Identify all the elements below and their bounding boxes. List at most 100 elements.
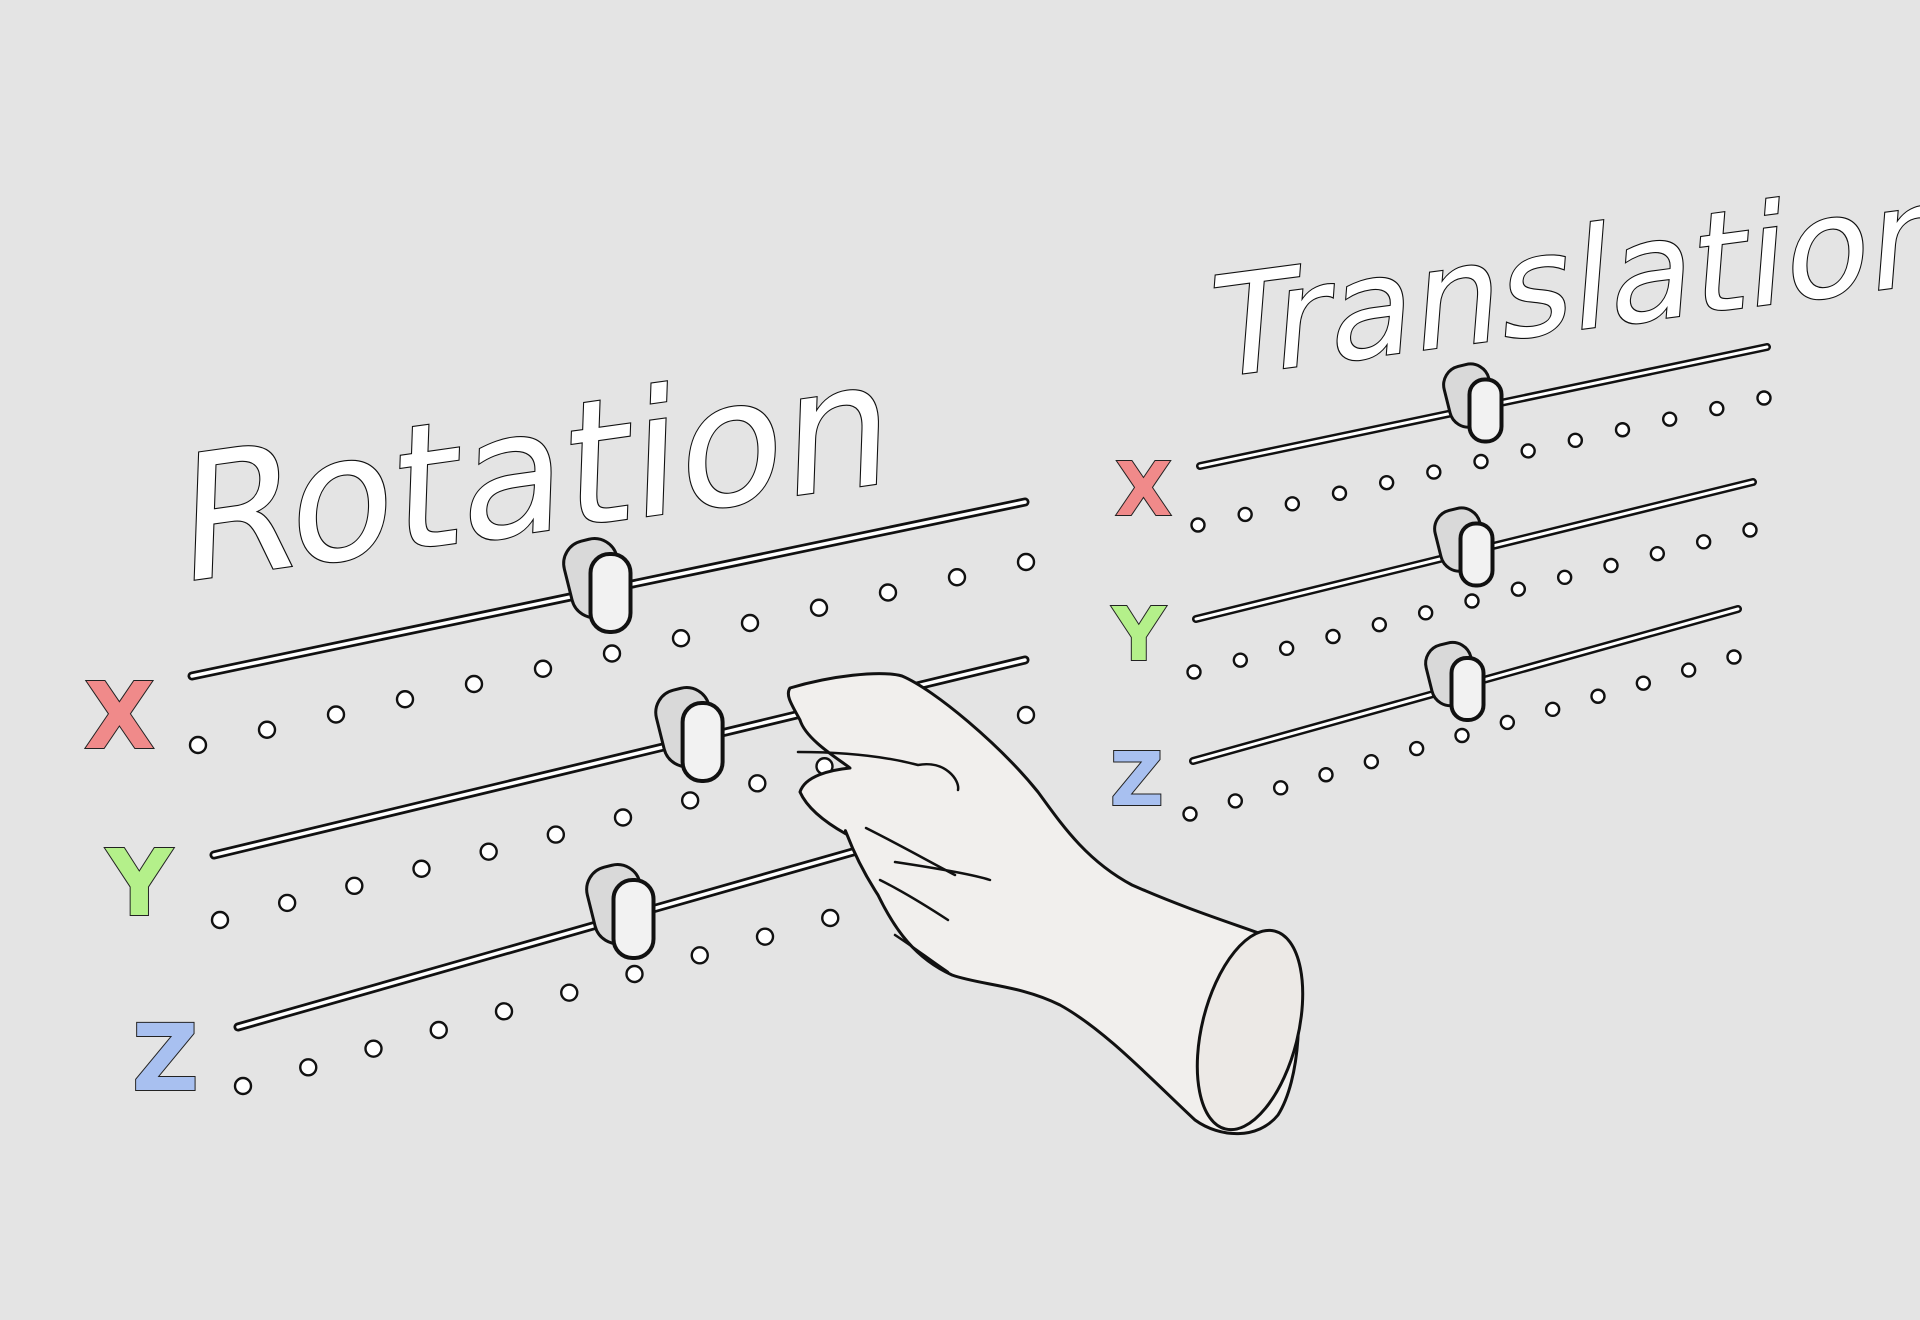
translation-y-tick <box>1603 557 1619 574</box>
translation-x-tick <box>1237 506 1253 523</box>
rotation-y-tick <box>546 825 566 844</box>
rotation-z-tick <box>821 908 840 928</box>
translation-x-tick <box>1426 464 1442 480</box>
hand-knuckle-line-3 <box>893 933 950 974</box>
translation-y-tick <box>1464 593 1480 609</box>
hand-knuckle-line-4 <box>893 860 992 882</box>
translation-y-tick <box>1695 534 1712 550</box>
translation-y-label: Y <box>1111 592 1167 678</box>
translation-z-tick <box>1318 767 1334 783</box>
rotation-z-tick <box>494 1002 514 1021</box>
rotation-x-tick <box>188 735 208 755</box>
translation-y-tick <box>1417 605 1434 621</box>
translation-x-label: X <box>1115 447 1172 533</box>
rotation-z-tick <box>560 983 579 1002</box>
translation-z-tick <box>1499 714 1516 731</box>
rotation-x-tick <box>257 720 277 739</box>
translation-x-tick <box>1331 485 1348 501</box>
rotation-slider-x[interactable]: X <box>83 497 1036 771</box>
translation-x-thumb[interactable] <box>1440 360 1504 444</box>
translation-y-tick <box>1649 545 1666 562</box>
translation-z-tick <box>1363 753 1380 770</box>
rotation-x-tick <box>395 690 415 709</box>
rotation-y-tick <box>412 859 431 878</box>
translation-x-tick <box>1661 411 1678 427</box>
translation-y-tick <box>1742 522 1758 538</box>
translation-x-tick <box>1709 400 1725 417</box>
translation-x-tick <box>1190 517 1206 533</box>
translation-title: Translation <box>1204 149 1920 412</box>
rotation-z-tick <box>625 964 644 984</box>
rotation-panel: Rotation X Y Z <box>83 319 1036 1113</box>
translation-y-thumb[interactable] <box>1431 504 1495 588</box>
translation-z-tick <box>1726 649 1742 665</box>
rotation-y-tick <box>748 774 767 793</box>
hand-knuckle-line-2 <box>878 878 950 922</box>
rotation-x-tick <box>326 705 346 724</box>
rotation-z-tick <box>233 1076 253 1096</box>
translation-x-tick <box>1756 390 1772 406</box>
rotation-x-thumb[interactable] <box>559 534 633 634</box>
translation-y-tick <box>1510 581 1527 597</box>
rotation-z-tick <box>755 927 775 946</box>
translation-z-tick <box>1408 740 1425 757</box>
rotation-y-tick <box>479 842 498 861</box>
rotation-x-tick <box>602 644 622 663</box>
translation-panel: Translation X Y Z <box>1109 148 1920 824</box>
translation-z-tick <box>1454 727 1470 744</box>
rotation-y-tick <box>1016 705 1036 725</box>
rotation-z-tick <box>429 1020 448 1040</box>
rotation-x-label: X <box>84 663 155 770</box>
rotation-z-label: Z <box>132 1005 199 1112</box>
rotation-y-label: Y <box>105 830 174 937</box>
rotation-z-thumb[interactable] <box>582 860 656 960</box>
translation-x-tick <box>1520 443 1536 459</box>
rotation-title: Rotation <box>177 320 896 624</box>
translation-y-tick <box>1556 569 1573 586</box>
rotation-z-tick <box>299 1058 318 1077</box>
hand-pinching-slider-icon <box>786 672 1305 1136</box>
translation-x-tick <box>1284 496 1301 512</box>
translation-slider-x[interactable]: X <box>1114 343 1772 534</box>
rotation-z-tick <box>690 946 709 965</box>
rotation-x-tick <box>533 659 553 678</box>
translation-x-tick <box>1473 453 1489 470</box>
translation-x-tick <box>1614 422 1631 438</box>
rotation-y-tick <box>613 808 633 827</box>
translation-x-tick <box>1567 432 1584 449</box>
translation-y-tick <box>1278 640 1295 657</box>
translation-x-tick <box>1378 474 1395 491</box>
translation-z-tick <box>1590 688 1606 704</box>
translation-z-label: Z <box>1110 737 1164 823</box>
rotation-y-tick <box>277 893 297 913</box>
translation-z-thumb[interactable] <box>1422 638 1486 722</box>
rotation-y-tick <box>680 791 700 810</box>
hand-wrist-cut <box>1195 928 1305 1132</box>
rotation-x-tick <box>1016 552 1036 572</box>
rotation-y-thumb[interactable] <box>651 683 725 783</box>
translation-y-tick <box>1186 664 1202 680</box>
rotation-z-tick <box>364 1039 383 1058</box>
translation-y-tick <box>1232 652 1249 668</box>
translation-slider-z[interactable]: Z <box>1109 605 1742 824</box>
rotation-y-tick <box>345 876 364 896</box>
translation-z-tick <box>1272 780 1289 796</box>
rotation-x-tick <box>671 629 691 648</box>
rotation-x-tick <box>947 568 967 587</box>
translation-z-tick <box>1227 793 1244 809</box>
translation-y-tick <box>1325 628 1341 645</box>
rotation-x-tick <box>740 613 760 633</box>
translation-z-tick <box>1544 701 1561 718</box>
rotation-slider-y[interactable]: Y <box>104 655 1036 938</box>
translation-slider-y[interactable]: Y <box>1110 478 1758 680</box>
hand-palm <box>786 672 1301 1136</box>
rotation-y-tick <box>210 910 230 930</box>
translation-z-tick <box>1680 662 1697 678</box>
translation-y-tick <box>1371 616 1388 633</box>
translation-z-tick <box>1182 806 1198 822</box>
translation-z-tick <box>1635 675 1652 691</box>
hand-thumb-line <box>796 750 960 792</box>
rotation-x-tick <box>878 583 898 602</box>
rotation-x-tick <box>464 674 484 694</box>
